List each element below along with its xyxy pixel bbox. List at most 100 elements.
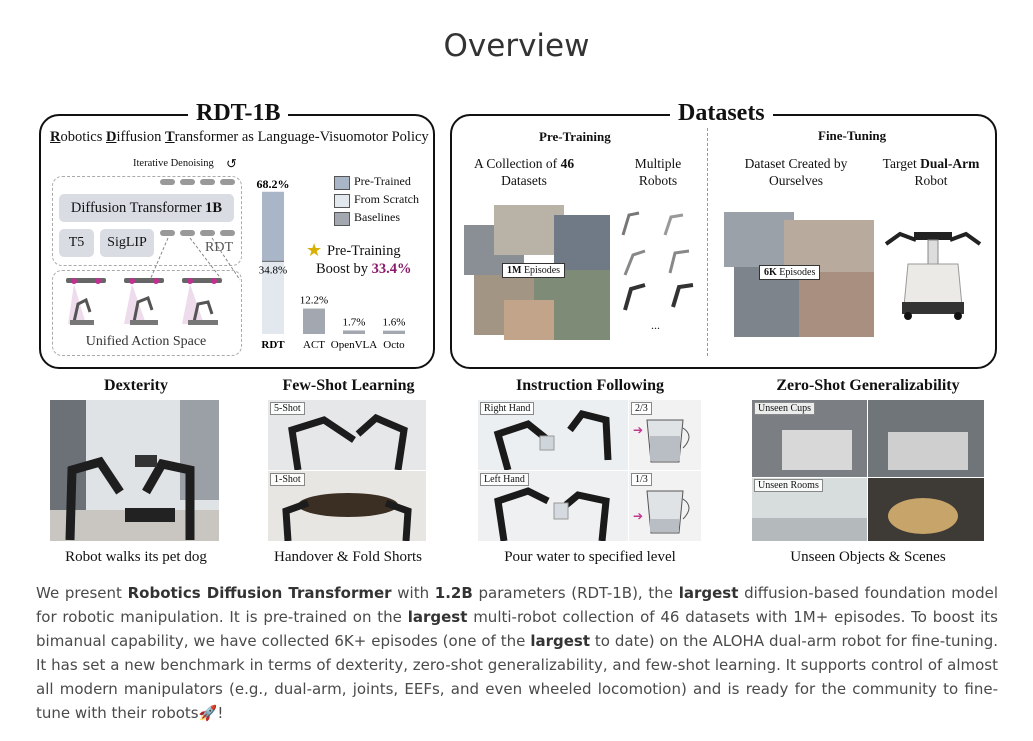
one-shot-tag: 1-Shot [270,473,305,486]
six-k-episodes: Episodes [776,267,816,278]
abstract-t4: diffusion-based foundation model for rob… [36,584,998,626]
subtitle-obotics: obotics [60,129,106,145]
zero-shot-image-cups-right [868,400,984,477]
data-label-rdt-pretrained: 68.2% [257,177,290,191]
caption-instruction: Pour water to specified level [504,549,676,565]
bar-octo [383,330,405,334]
abstract-b4: largest [407,608,468,626]
one-third-tag: 1/3 [631,473,652,486]
connector-lines [150,237,241,281]
section-title-instruction: Instruction Following [515,377,664,394]
rocket-icon: 🚀 [198,704,218,722]
diffusion-transformer-text: Diffusion Transformer [70,200,206,216]
boost-line2: Boost by 33.4% [316,261,411,278]
star-icon: ★ [306,240,323,260]
abstract-b3: largest [678,584,739,602]
boost-line1: Pre-Training [327,243,401,259]
robot-arms-illustration [66,278,222,325]
collection-pre: A Collection of [473,156,561,171]
data-label-rdt-scratch: 34.8% [259,264,287,276]
level-arrow-icon-2: ➔ [633,509,644,523]
dual-arm-robot-image [884,231,982,320]
diffusion-transformer-block: Diffusion Transformer 1B [59,194,234,222]
subtitle-r: R [50,129,61,145]
data-label-act: 12.2% [300,295,328,307]
bar-openvla [343,330,365,334]
target-robot-label: Target Dual-Arm Robot [870,155,992,189]
rdt-subtitle: Robotics Diffusion Transformer as Langua… [50,129,429,146]
abstract-t1: We present [36,584,128,602]
six-k-episodes-tag: 6K Episodes [759,265,821,280]
finetuning-heading: Fine-Tuning [818,128,887,143]
abstract-paragraph: We present Robotics Diffusion Transforme… [36,581,998,725]
one-m-count: 1M [507,265,522,276]
boost-text: Boost by [316,261,372,277]
token-row-top [160,179,236,187]
one-m-episodes: Episodes [521,265,561,276]
page-title: Overview [443,28,590,64]
legend-label-baselines: Baselines [354,210,400,224]
six-k-count: 6K [764,267,777,278]
zero-shot-image-rooms-left [752,478,867,541]
abstract-t3: parameters (RDT-1B), the [472,584,679,602]
section-title-zero-shot: Zero-Shot Generalizability [776,377,960,394]
unified-action-space-box [52,270,242,356]
left-hand-tag: Left Hand [480,473,529,486]
right-hand-tag: Right Hand [480,402,535,415]
data-label-octo: 1.6% [383,317,406,329]
abstract-t6: to date) on the ALOHA dual-arm robot for… [36,632,999,722]
section-title-few-shot: Few-Shot Learning [282,377,415,394]
tick-label-octo: Octo [383,339,405,351]
unseen-rooms-tag: Unseen Rooms [754,479,823,492]
robots-ellipsis: ... [651,318,660,332]
diffusion-transformer-size: 1B [205,200,223,216]
t5-block: T5 [59,229,94,257]
dexterity-image [50,400,219,541]
abstract-t5: multi-robot collection of 46 datasets wi… [36,608,998,650]
caption-dexterity: Robot walks its pet dog [65,549,207,565]
legend-swatch-pretrained [334,176,350,190]
bar-rdt-scratch [262,261,284,334]
bar-act [303,308,325,334]
zero-shot-image-rooms-right [868,478,984,541]
target-post: Robot [914,173,948,188]
target-pre: Target [882,156,921,171]
subtitle-t: T [164,129,175,145]
token-row-bottom [160,230,236,238]
caption-zero-shot: Unseen Objects & Scenes [790,549,946,565]
collection-post: Datasets [501,173,547,188]
abstract-b1: Robotics Diffusion Transformer [127,584,392,602]
model-box [52,176,242,266]
data-label-openvla: 1.7% [343,316,366,328]
legend-swatch-scratch [334,194,350,208]
created-by-label: Dataset Created by Ourselves [744,156,848,188]
legend-swatch-baselines [334,212,350,226]
unseen-cups-tag: Unseen Cups [754,402,816,415]
tick-label-act: ACT [303,339,325,351]
caption-few-shot: Handover & Fold Shorts [274,549,422,565]
collection-label: A Collection of 46 Datasets [462,155,586,189]
iterative-denoising-label: Iterative Denoising [133,158,214,169]
legend-label-scratch: From Scratch [354,192,419,206]
five-shot-tag: 5-Shot [270,402,305,415]
abstract-b2: 1.2B [434,584,473,602]
tick-label-openvla: OpenVLA [331,339,377,351]
datasets-panel-title: Datasets [670,100,773,127]
finetuning-collage-image [724,212,874,337]
subtitle-d: D [106,129,117,145]
boost-value: 33.4% [371,261,412,277]
two-thirds-tag: 2/3 [631,402,652,415]
pretraining-heading: Pre-Training [539,129,611,144]
subtitle-rest: ransformer as Language-Visuomotor Policy [174,129,429,145]
legend-label-pretrained: Pre-Trained [354,174,411,188]
subtitle-iffusion: iffusion [116,129,165,145]
datasets-divider [707,128,708,356]
multiple-robots-image [621,211,694,311]
multiple-robots-label: Multiple Robots [634,156,682,188]
loop-arrow-icon: ↺ [226,156,237,171]
siglip-block: SigLIP [100,229,154,257]
bar-rdt-pretrained [262,191,284,262]
rdt-box-label: RDT [205,240,233,255]
section-title-dexterity: Dexterity [104,377,168,394]
